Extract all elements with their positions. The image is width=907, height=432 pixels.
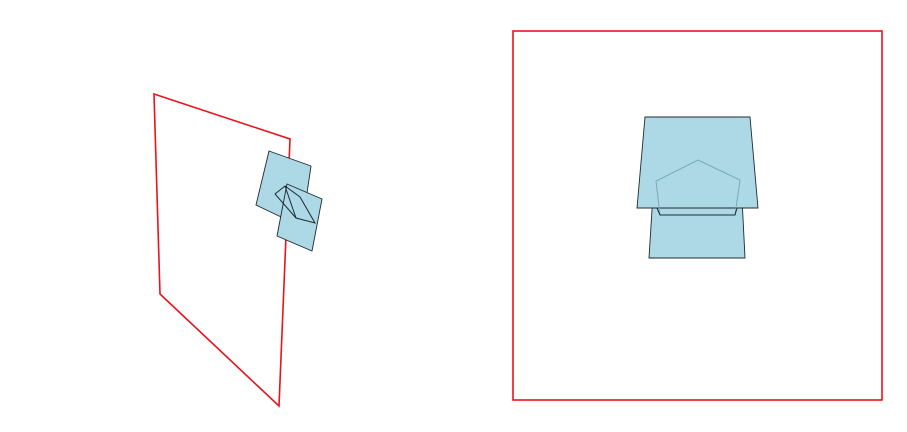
front-view <box>512 30 883 401</box>
front-pentagon-front <box>656 207 738 216</box>
perspective-lower-quad <box>276 183 323 252</box>
perspective-view <box>153 92 323 408</box>
front-frame <box>512 30 883 401</box>
front-upper-trapezoid <box>636 116 759 209</box>
perspective-pentagon-diagonal <box>284 185 297 219</box>
perspective-frame <box>153 92 291 408</box>
perspective-pentagon <box>274 185 317 224</box>
